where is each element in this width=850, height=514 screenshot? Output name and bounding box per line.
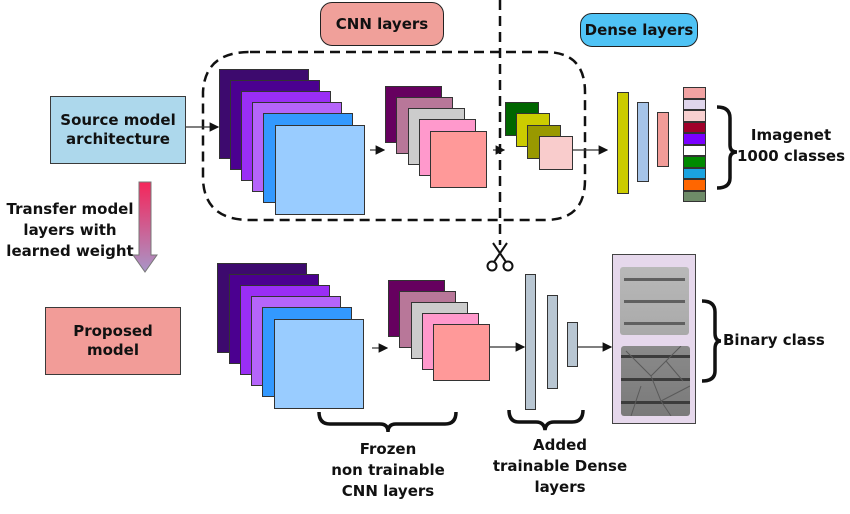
cnn-layers-label: CNN layers [320,2,444,46]
proposed-model-line1: Proposed [73,322,153,341]
transfer-note-line2: layers with [23,220,117,239]
output-classes [683,87,706,202]
frozen-line3: CNN layers [341,481,435,500]
cnn-region-dashed-border [201,50,587,222]
class-cell [683,179,706,191]
source-model-box: Source model architecture [50,96,186,164]
added-line2: trainable Dense [492,456,628,475]
imagenet-line1: Imagenet [750,126,832,144]
trainable-dense-layer-1 [525,274,536,410]
class-cell [683,144,706,156]
solar-cell-image-normal [620,267,689,335]
transfer-note-line3: learned weight [6,241,134,260]
frozen-brace [317,411,458,433]
added-brace [507,409,585,431]
transfer-arrow-icon [132,181,158,273]
dense-layer-3 [657,112,669,167]
binary-class-brace [701,299,722,383]
feature-map [275,125,365,215]
trainable-dense-layer-2 [547,295,558,389]
trainable-dense-layer-3 [567,322,578,367]
class-cell [683,167,706,179]
class-cell [683,87,706,99]
feature-map [433,324,490,381]
added-dense-label: Added trainable Dense layers [490,436,630,496]
class-cell [683,121,706,133]
feature-map [274,319,364,409]
proposed-model-box: Proposed model [45,307,181,375]
class-cell [683,98,706,110]
class-cell [683,110,706,122]
transfer-note: Transfer model layers with learned weigh… [6,200,134,260]
class-cell [683,156,706,168]
imagenet-line2: 1000 classes [736,146,846,165]
scissors-icon [486,242,514,272]
frozen-cnn-label: Frozen non trainable CNN layers [328,440,448,500]
imagenet-label: Imagenet 1000 classes [736,126,846,166]
added-line1: Added [533,436,587,454]
class-cell [683,190,706,202]
binary-class-label: Binary class [723,331,825,349]
imagenet-brace [716,105,738,190]
dense-layer-2 [637,102,649,182]
source-model-line2: architecture [66,130,170,148]
source-model-line1: Source model [60,111,176,130]
dense-layer-1 [617,92,629,194]
frozen-line1: Frozen [359,440,417,458]
feature-map [430,131,487,188]
class-cell [683,133,706,145]
proposed-model-line2: model [87,341,139,359]
transfer-note-line1: Transfer model [6,200,134,218]
dense-layers-label: Dense layers [580,13,698,47]
frozen-line2: non trainable [331,460,445,479]
solar-cell-image-defective [621,346,690,416]
feature-map [539,136,573,170]
binary-class-image-panel [612,254,696,424]
added-line3: layers [534,477,586,496]
